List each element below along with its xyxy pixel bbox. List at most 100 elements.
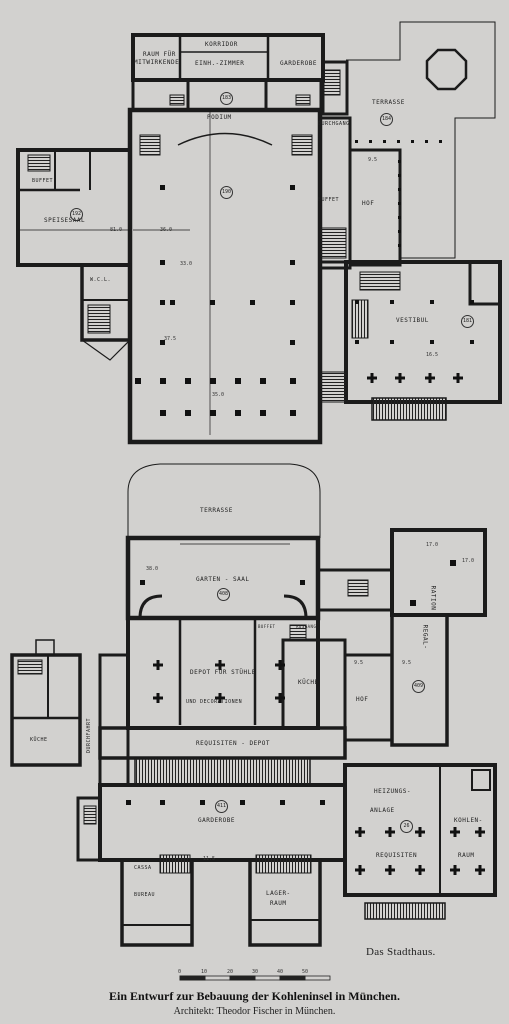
hall-column [290,300,295,305]
hall-column [160,378,166,384]
room-label-buffet-r: BUFFET [318,197,340,203]
room-label-bureau: BUREAU [134,892,156,898]
room-label-ausgang: AUSGANG [296,624,317,629]
room-label-terrasse-top: TERRASSE [372,99,405,106]
lower-entrance-steps [364,902,446,920]
dim-35: 35.0 [212,392,225,398]
hall-column [290,410,296,416]
room-label-podium: PODIUM [207,114,232,121]
dim-9-5-a: 9.5 [354,660,364,666]
dim-11-5: 11.5 [203,856,216,862]
room-number-181: 181 [461,315,474,328]
heating-pier [475,827,485,837]
terrace-outline [346,21,496,259]
courtyard-column [398,244,401,247]
depot-pier [153,660,163,670]
scale-tick-50: 50 [302,969,309,975]
hall-column [160,340,165,345]
hall-column [160,410,166,416]
hall-column [160,185,165,190]
hall-column [160,260,165,265]
heating-pier [450,865,460,875]
regal-column [450,560,456,566]
courtyard-column [398,174,401,177]
hall-column [185,410,191,416]
upper-floor-plan [16,21,502,445]
heating-pier [450,827,460,837]
room-label-hof-bot: HOF [356,696,369,703]
lower-floor-plan [10,463,497,947]
depot-pier [275,693,285,703]
garderobe-column [126,800,131,805]
regal-ration-room [390,528,487,617]
terrace-column [369,140,372,143]
terrace-column [355,140,358,143]
durchfahrt [98,653,130,787]
room-label-durchfahrt: DURCHFAHRT [86,717,93,754]
courtyard-column [398,216,401,219]
room-label-terrasse-bot: TERRASSE [200,507,233,514]
scale-tick-10: 10 [201,969,208,975]
room-label-anlage: ANLAGE [370,807,395,814]
hall-column [290,260,295,265]
room-label-durchgang: DURCHGANG [318,121,350,127]
room-label-kuche-small: KÜCHE [30,737,48,743]
room-label-requisiten: REQUISITEN [376,852,418,859]
courtyard-column [398,230,401,233]
vestibule-column [355,340,359,344]
dim-33: 33.0 [180,261,193,267]
hall-column [170,300,175,305]
room-number-408: 408 [217,588,230,601]
heating-pier [475,865,485,875]
hall-column [260,378,266,384]
room-number-26: 26 [400,820,413,833]
dim-81: 81.0 [110,227,123,233]
dim-36: 36.0 [160,227,173,233]
room-label-decorationen: UND DECORATIONEN [186,699,243,705]
scale-bar [179,975,331,981]
room-label-buffet-bot: BUFFET [258,624,276,629]
depot-pier [153,693,163,703]
dim-9-5: 9.5 [368,157,378,163]
room-label-speisesaal: SPEISESAAL [44,217,86,224]
room-label-garderobe-bot: GARDEROBE [198,817,236,824]
lower-courtyard [343,653,394,742]
hall-column [260,410,266,416]
courtyard-column [398,188,401,191]
hall-column [210,300,215,305]
vestibule-pier [367,373,377,383]
vestibule-column [430,340,434,344]
room-label-regal: REGAL- [421,624,429,650]
room-label-cassa: CASSA [134,865,152,871]
room-label-mitwirkende: MITWIRKENDE [134,59,180,66]
hall-column [185,378,191,384]
scale-tick-40: 40 [277,969,284,975]
garderobe-column [200,800,205,805]
courtyard-column [398,202,401,205]
cassa-stairs [159,854,191,874]
garderobe-column [240,800,245,805]
vestibule-column [470,300,474,304]
garderobe-steps [134,757,311,785]
heating-pier [385,865,395,875]
speisesaal-room [16,148,132,267]
room-label-lager: LAGER- [266,890,291,897]
room-label-wcl: W.C.L. [90,277,112,283]
heating-pier [415,827,425,837]
room-label-kuche: KÜCHE [298,679,319,686]
hall-column [290,340,295,345]
scale-tick-0: 0 [178,969,182,975]
dim-9-5-b: 9.5 [402,660,412,666]
heizungs-anlage [343,763,497,897]
terrace-column [439,140,442,143]
room-label-depot: DEPOT FÜR STÜHLE [190,669,256,676]
heating-pier [415,865,425,875]
vestibule-pier [395,373,405,383]
heating-pier [355,865,365,875]
vestibule-column [470,340,474,344]
heating-pier [385,827,395,837]
building-name: Das Stadthaus. [366,946,436,958]
regal-column [410,600,416,606]
vestibule-column [390,300,394,304]
room-number-190: 190 [220,186,233,199]
